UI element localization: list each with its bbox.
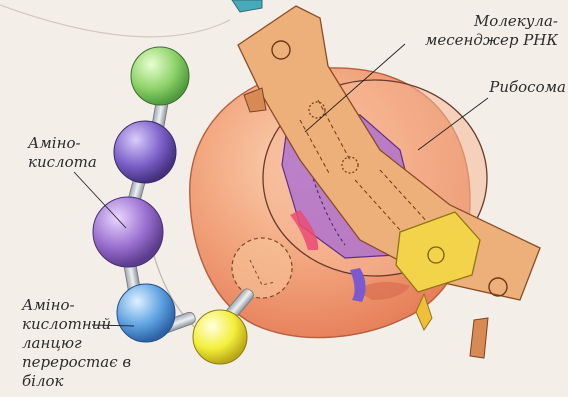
label-mrna-line: месенджер РНК (408, 31, 558, 50)
label-mrna-line: Молекула- (408, 12, 558, 31)
label-amino-acid-line: кислота (28, 153, 97, 172)
label-chain-line: кислотний (22, 315, 131, 334)
incoming-amino-acid (232, 238, 292, 298)
label-ribosome: Рибосома (470, 78, 566, 97)
amino-acid-bead-violet (114, 121, 176, 183)
label-mrna: Молекула- месенджер РНК (408, 12, 558, 50)
label-chain: Аміно- кислотний ланцюг переростає в біл… (22, 296, 131, 391)
label-chain-line: ланцюг (22, 334, 131, 353)
amino-acid-bead-yellow (193, 310, 247, 364)
amino-acid-bead-purple (93, 197, 163, 267)
label-ribosome-text: Рибосома (470, 78, 566, 97)
label-chain-line: білок (22, 372, 131, 391)
label-amino-acid-line: Аміно- (28, 134, 97, 153)
label-chain-line: переростає в (22, 353, 131, 372)
label-chain-line: Аміно- (22, 296, 131, 315)
amino-acid-bead-green (131, 47, 189, 105)
label-amino-acid: Аміно- кислота (28, 134, 97, 172)
